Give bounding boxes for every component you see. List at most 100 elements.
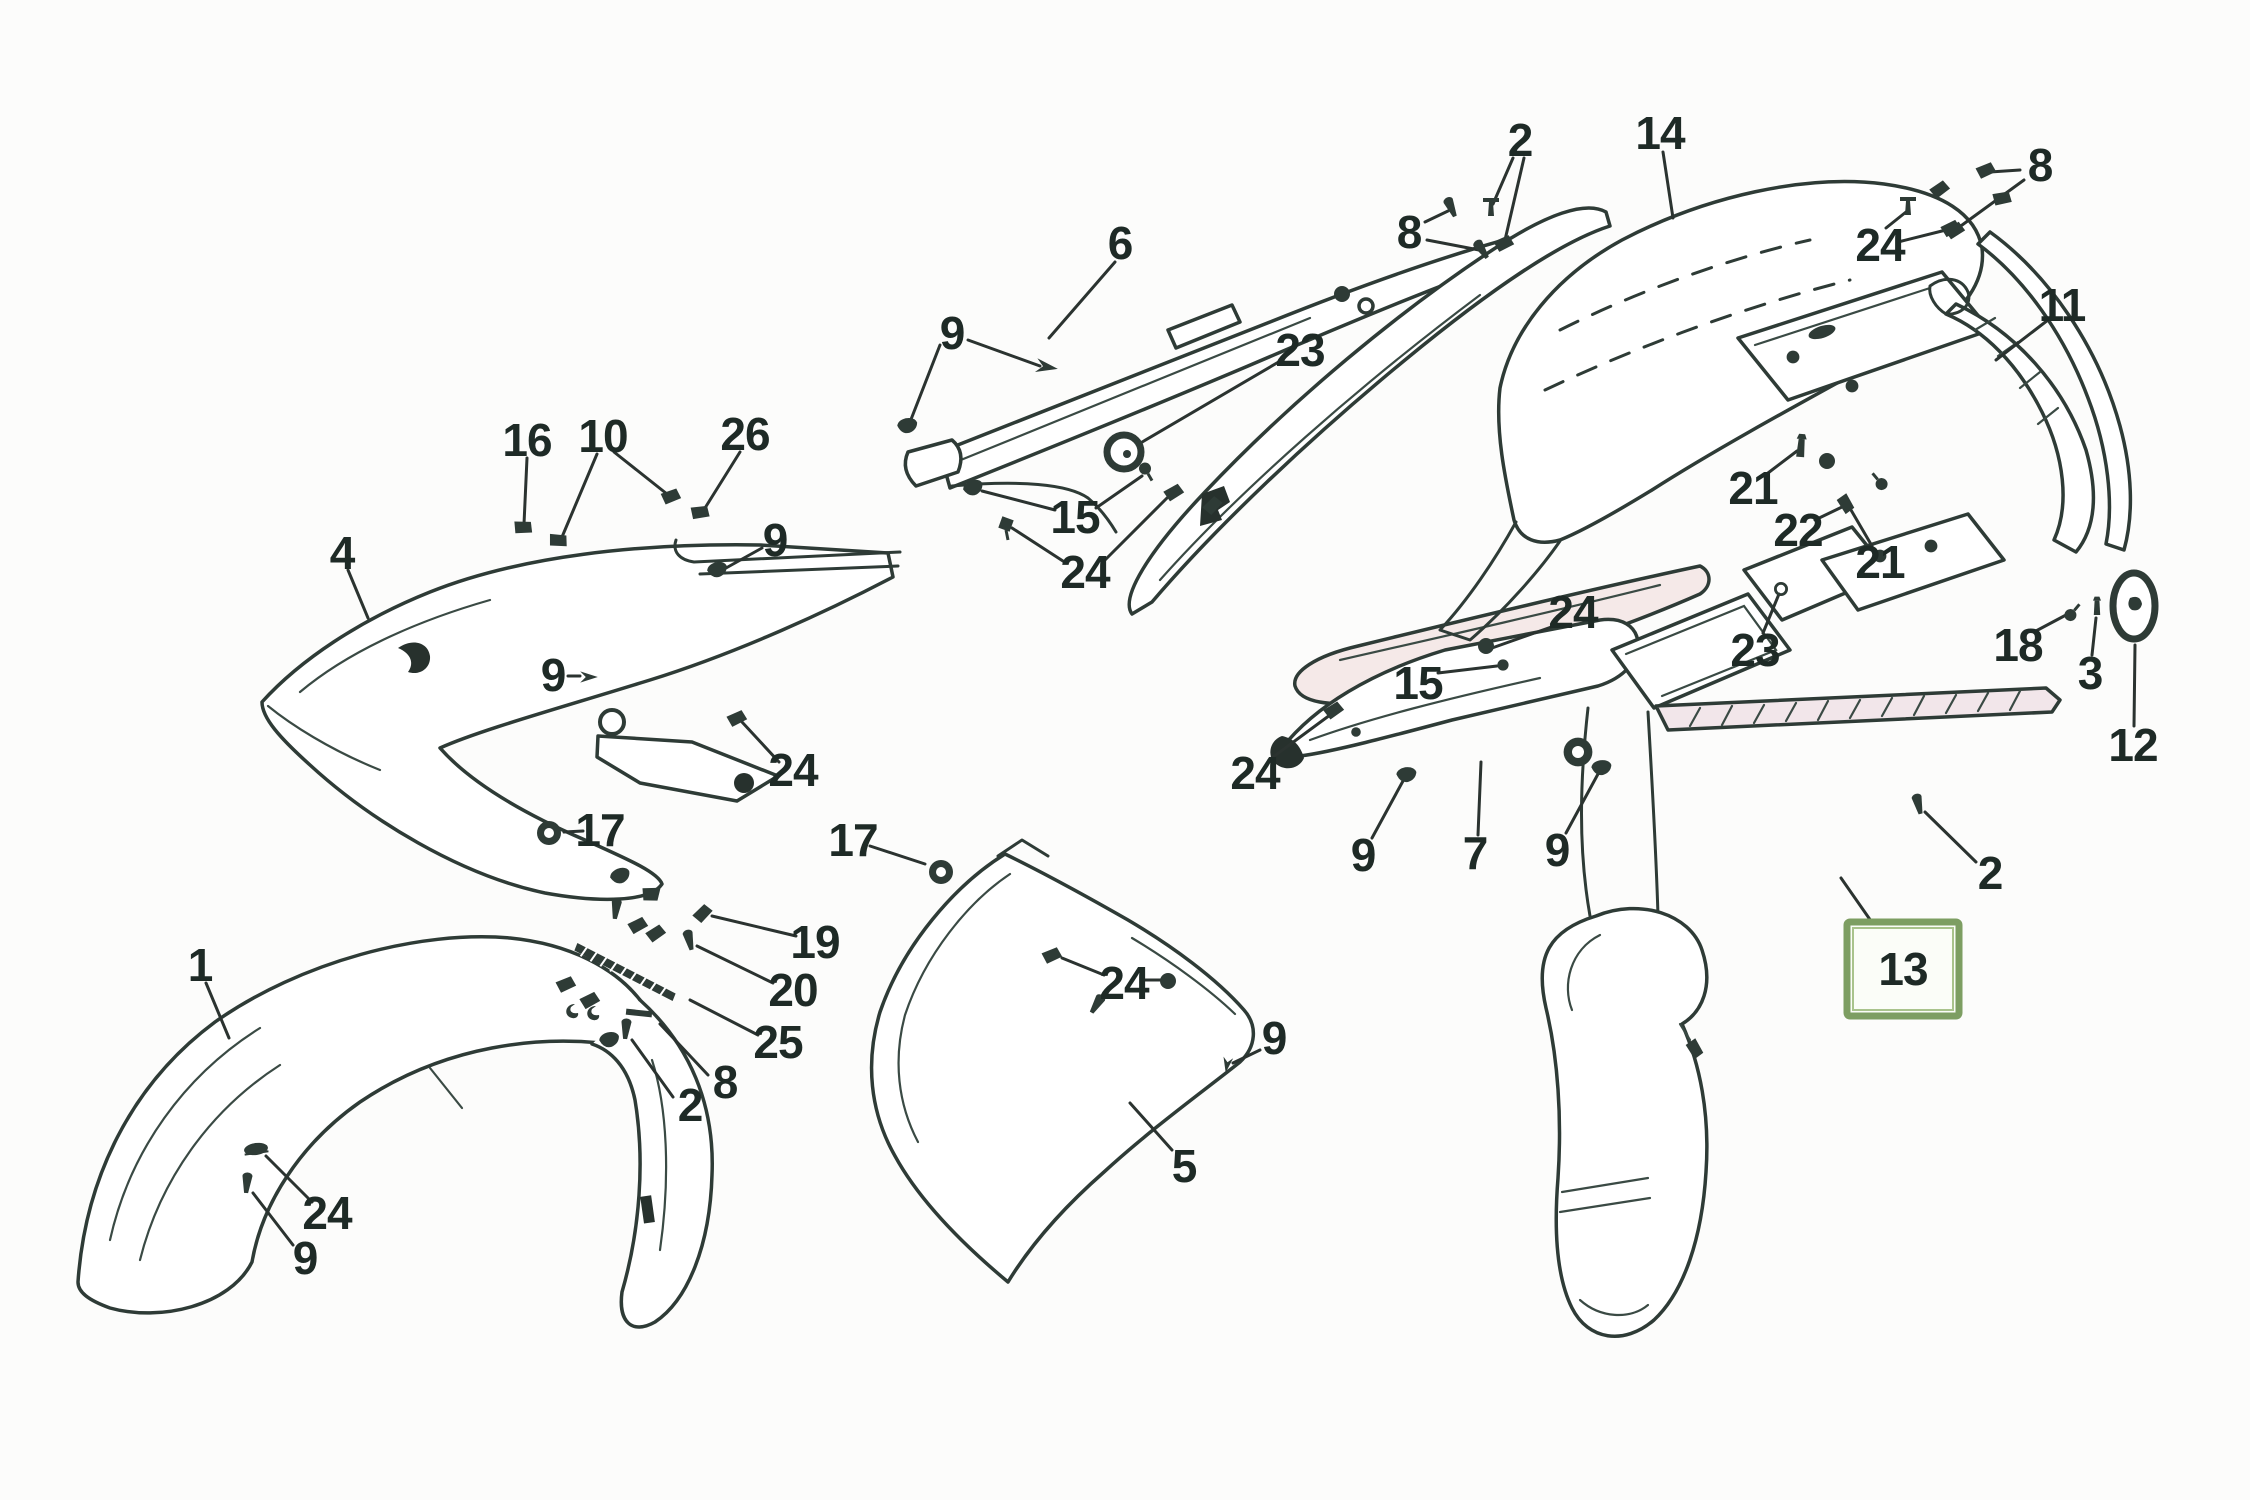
screw-icon bbox=[1089, 994, 1106, 1014]
callout-9-29[interactable]: 9 bbox=[1351, 829, 1377, 881]
leader-line-21 bbox=[1766, 449, 1799, 475]
highlight-box[interactable] bbox=[1843, 918, 1963, 1020]
clip-icon bbox=[1041, 947, 1063, 964]
callout-24-18[interactable]: 24 bbox=[1060, 546, 1112, 598]
part-outline-fender-stay[interactable] bbox=[1928, 230, 2133, 554]
callout-8-36[interactable]: 8 bbox=[713, 1056, 739, 1108]
part-outline-center-panel[interactable] bbox=[869, 838, 1256, 1284]
part-outline-upper-winglet[interactable] bbox=[903, 226, 1560, 534]
callout-9-6[interactable]: 9 bbox=[940, 307, 966, 359]
callout-9-13[interactable]: 9 bbox=[763, 514, 789, 566]
leader-line-9 bbox=[1231, 1048, 1262, 1065]
callout-21-19[interactable]: 21 bbox=[1728, 462, 1779, 514]
callout-3-25[interactable]: 3 bbox=[2078, 647, 2104, 699]
arrow-icon bbox=[580, 671, 598, 683]
callout-26-11[interactable]: 26 bbox=[720, 408, 770, 460]
clip-icon bbox=[726, 710, 748, 727]
slot-icon bbox=[1808, 324, 1836, 340]
leader-line-1 bbox=[204, 981, 231, 1040]
callout-15-17[interactable]: 15 bbox=[1050, 491, 1101, 543]
bolt-icon bbox=[1478, 638, 1494, 654]
leader-line-2 bbox=[1503, 156, 1526, 242]
callout-14-1[interactable]: 14 bbox=[1635, 107, 1687, 159]
callout-8-4[interactable]: 8 bbox=[1397, 206, 1423, 258]
leader-line-2 bbox=[1923, 810, 1978, 864]
callout-22-20[interactable]: 22 bbox=[1773, 504, 1823, 556]
callout-23-7[interactable]: 23 bbox=[1275, 324, 1325, 376]
leader-line-9 bbox=[724, 546, 764, 570]
callout-9-14[interactable]: 9 bbox=[541, 649, 567, 701]
callout-2-0[interactable]: 2 bbox=[1508, 114, 1534, 166]
leader-line-15 bbox=[1094, 474, 1144, 510]
callout-24-3[interactable]: 24 bbox=[1855, 219, 1907, 271]
callout-12-26[interactable]: 12 bbox=[2108, 719, 2158, 771]
leader-line-12 bbox=[2132, 643, 2137, 728]
callout-1-42[interactable]: 1 bbox=[188, 939, 214, 991]
callout-24-28[interactable]: 24 bbox=[1230, 747, 1282, 799]
callout-10-10[interactable]: 10 bbox=[578, 410, 628, 462]
callout-16-9[interactable]: 16 bbox=[502, 414, 552, 466]
callout-2-32[interactable]: 2 bbox=[1978, 847, 2004, 899]
callout-18-24[interactable]: 18 bbox=[1993, 619, 2044, 671]
leader-line-17 bbox=[868, 844, 927, 866]
clip-icon bbox=[1202, 496, 1223, 516]
clip-icon bbox=[1929, 180, 1951, 199]
cap-icon bbox=[707, 561, 727, 578]
callout-25-35[interactable]: 25 bbox=[753, 1016, 804, 1068]
donut-icon bbox=[537, 821, 561, 845]
callout-13-selected[interactable]: 13 bbox=[1878, 943, 1928, 995]
cap-icon bbox=[610, 867, 630, 884]
screw-icon bbox=[1473, 239, 1489, 259]
cap-icon bbox=[1396, 767, 1417, 783]
highlight-box-inner bbox=[1852, 927, 1954, 1011]
callout-7-30[interactable]: 7 bbox=[1463, 827, 1489, 879]
leader-line-8 bbox=[1956, 178, 2026, 230]
callout-17-38[interactable]: 17 bbox=[828, 814, 878, 866]
part-outline-front-fender[interactable] bbox=[76, 935, 714, 1329]
callout-9-31[interactable]: 9 bbox=[1545, 824, 1571, 876]
screw-icon bbox=[682, 929, 694, 951]
leader-line-24 bbox=[740, 720, 781, 764]
bigring-icon bbox=[2109, 569, 2159, 643]
leader-line-9 bbox=[251, 1191, 295, 1247]
callout-20-34[interactable]: 20 bbox=[768, 964, 818, 1016]
callout-9-40[interactable]: 9 bbox=[1262, 1012, 1288, 1064]
callout-24-39[interactable]: 24 bbox=[1099, 957, 1151, 1009]
clip-icon bbox=[690, 505, 710, 520]
part-outline-tail-cowl[interactable] bbox=[1438, 179, 1985, 642]
callout-15-27[interactable]: 15 bbox=[1393, 657, 1444, 709]
callout-8-2[interactable]: 8 bbox=[2028, 139, 2054, 191]
clip-icon bbox=[1493, 235, 1515, 252]
part-outline-side-fairing[interactable] bbox=[260, 538, 902, 902]
cap-icon bbox=[897, 418, 918, 434]
callout-4-12[interactable]: 4 bbox=[330, 527, 357, 579]
leader-line-24 bbox=[1101, 495, 1170, 564]
callout-6-5[interactable]: 6 bbox=[1108, 217, 1134, 269]
callout-5-41[interactable]: 5 bbox=[1172, 1140, 1198, 1192]
callout-23-23[interactable]: 23 bbox=[1730, 624, 1780, 676]
callout-19-33[interactable]: 19 bbox=[790, 916, 840, 968]
nut-icon bbox=[998, 516, 1014, 541]
callout-2-37[interactable]: 2 bbox=[678, 1079, 704, 1131]
callout-11-8[interactable]: 11 bbox=[2039, 279, 2087, 331]
leader-line-4 bbox=[346, 568, 370, 620]
callout-17-16[interactable]: 17 bbox=[575, 804, 625, 856]
clip-icon bbox=[1163, 483, 1185, 502]
clip-icon bbox=[692, 904, 713, 924]
callout-24-43[interactable]: 24 bbox=[302, 1187, 354, 1239]
callout-24-15[interactable]: 24 bbox=[768, 744, 820, 796]
callout-21-21[interactable]: 21 bbox=[1855, 536, 1906, 588]
ball-icon bbox=[2064, 603, 2081, 622]
leader-line-7 bbox=[1476, 760, 1483, 837]
bolt-icon bbox=[1786, 350, 1800, 364]
bolt-icon bbox=[1351, 727, 1361, 737]
selected-callout-box[interactable]: 13 bbox=[1839, 876, 1963, 1020]
part-outline-rear-fender[interactable] bbox=[1540, 512, 2062, 1338]
tscrew-icon bbox=[1900, 197, 1916, 215]
ring-icon bbox=[1773, 581, 1789, 597]
leader-line-8 bbox=[658, 1022, 710, 1077]
callout-9-44[interactable]: 9 bbox=[293, 1232, 319, 1284]
callout-24-22[interactable]: 24 bbox=[1548, 586, 1600, 638]
cap-icon bbox=[963, 479, 983, 496]
leader-lines bbox=[204, 150, 2137, 1247]
